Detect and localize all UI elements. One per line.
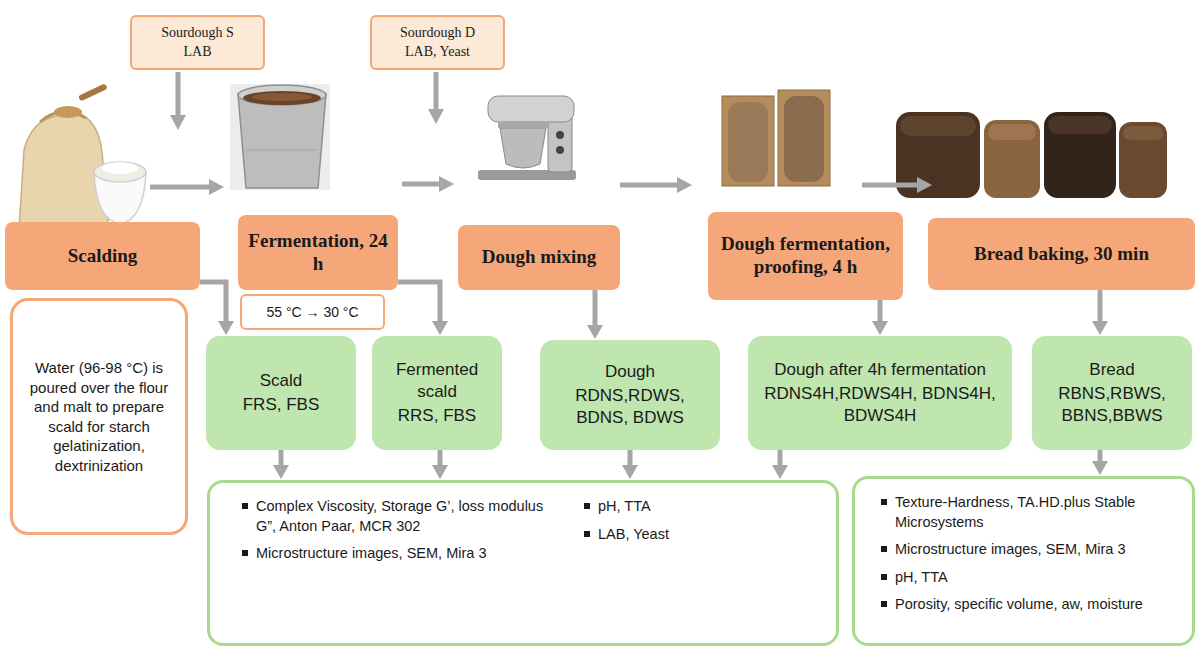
bullet-column: Complex Viscosity, Storage G’, loss modu… [240, 497, 550, 564]
box-label: Bread [1089, 359, 1134, 381]
flow-arrow [872, 300, 888, 335]
temperature-box: 55 °C → 30 °C [240, 294, 385, 330]
process-step: Fermentation, 24 h [238, 215, 398, 290]
arrow-head [622, 465, 638, 479]
flow-arrow [432, 450, 448, 479]
flow-arrow [772, 450, 788, 479]
bread-illustration [896, 112, 1167, 198]
bullet-item: Texture-Hardness, TA.HD.plus Stable Micr… [879, 493, 1184, 532]
arrow-line [778, 450, 783, 467]
flow-arrow [200, 282, 234, 335]
bullet-item: pH, TTA [582, 497, 822, 517]
sample-box: Dough after 4h fermentationRDNS4H,RDWS4H… [748, 336, 1012, 450]
arrow-head [432, 321, 448, 335]
bullet-column: pH, TTA LAB, Yeast [582, 497, 822, 544]
bullet-item: LAB, Yeast [582, 525, 822, 545]
flow-arrow [587, 290, 603, 339]
flow-arrow [1092, 290, 1108, 335]
arrow-line [628, 450, 633, 467]
box-detail: RBNS,RBWS, BBNS,BBWS [1042, 383, 1182, 427]
methods-box: Complex Viscosity, Storage G’, loss modu… [207, 480, 839, 646]
box-label: Fermentation, 24 h [246, 230, 390, 276]
box-detail: FRS, FBS [243, 394, 320, 416]
flow-arrow [1092, 450, 1108, 475]
arrow-line [279, 450, 284, 467]
bullet-item: Porosity, specific volume, aw, moisture [879, 595, 1184, 615]
arrow-line [1098, 290, 1103, 323]
sample-box: ScaldFRS, FBS [206, 336, 356, 450]
flow-arrow [398, 282, 448, 335]
box-detail: RDNS4H,RDWS4H, BDNS4H, BDWS4H [758, 383, 1002, 427]
scald-bucket-illustration [230, 84, 330, 190]
flow-arrow [622, 450, 638, 479]
box-detail: RRS, FBS [398, 405, 476, 427]
flow-arrow [273, 450, 289, 479]
mixer-illustration [478, 96, 576, 180]
box-label: Dough after 4h fermentation [774, 359, 986, 381]
arrow-head [432, 465, 448, 479]
process-step: Dough fermentation, proofing, 4 h [708, 212, 903, 300]
box-label: Dough [605, 361, 655, 383]
box-label: Scalding [68, 245, 138, 268]
bullet-column: Texture-Hardness, TA.HD.plus Stable Micr… [879, 493, 1184, 615]
box-detail: LAB, Yeast [405, 43, 470, 62]
box-label: Sourdough S [161, 24, 234, 43]
process-arrows [150, 72, 932, 195]
box-label: Scald [260, 370, 303, 392]
box-label: Bread baking, 30 min [974, 243, 1149, 266]
arrow-head [218, 321, 234, 335]
methods-box: Texture-Hardness, TA.HD.plus Stable Micr… [852, 476, 1195, 646]
process-step: Scalding [5, 222, 200, 290]
process-step: Dough mixing [458, 225, 620, 290]
sourdough-box: Sourdough SLAB [130, 15, 265, 70]
arrow-head [273, 465, 289, 479]
box-detail: RDNS,RDWS, BDNS, BDWS [550, 385, 710, 429]
proofing-pans-illustration [722, 90, 830, 186]
box-label: 55 °C → 30 °C [266, 304, 358, 320]
box-detail: LAB [184, 43, 212, 62]
arrow-head [1092, 321, 1108, 335]
arrow-head [772, 465, 788, 479]
sourdough-box: Sourdough DLAB, Yeast [370, 15, 505, 70]
arrow-line [398, 282, 440, 323]
bullet-item: Complex Viscosity, Storage G’, loss modu… [240, 497, 550, 536]
box-label: Water (96-98 °C) is poured over the flou… [21, 358, 177, 475]
bullet-item: pH, TTA [879, 568, 1184, 588]
note-box: Water (96-98 °C) is poured over the flou… [10, 298, 188, 535]
bullet-item: Microstructure images, SEM, Mira 3 [240, 544, 550, 564]
box-label: Fermented scald [382, 359, 492, 403]
flour-illustration [18, 83, 146, 245]
box-label: Dough fermentation, proofing, 4 h [716, 233, 895, 279]
process-step: Bread baking, 30 min [928, 218, 1195, 290]
sample-box: BreadRBNS,RBWS, BBNS,BBWS [1032, 336, 1192, 450]
arrow-head [1092, 461, 1108, 475]
bullet-item: Microstructure images, SEM, Mira 3 [879, 540, 1184, 560]
arrow-line [438, 450, 443, 467]
box-label: Sourdough D [400, 24, 475, 43]
arrow-line [200, 282, 226, 323]
arrow-line [593, 290, 598, 327]
arrow-head [872, 321, 888, 335]
arrow-head [587, 325, 603, 339]
arrow-line [878, 300, 883, 323]
sample-box: Fermented scaldRRS, FBS [372, 336, 502, 450]
box-label: Dough mixing [482, 246, 597, 269]
sample-box: DoughRDNS,RDWS, BDNS, BDWS [540, 340, 720, 450]
